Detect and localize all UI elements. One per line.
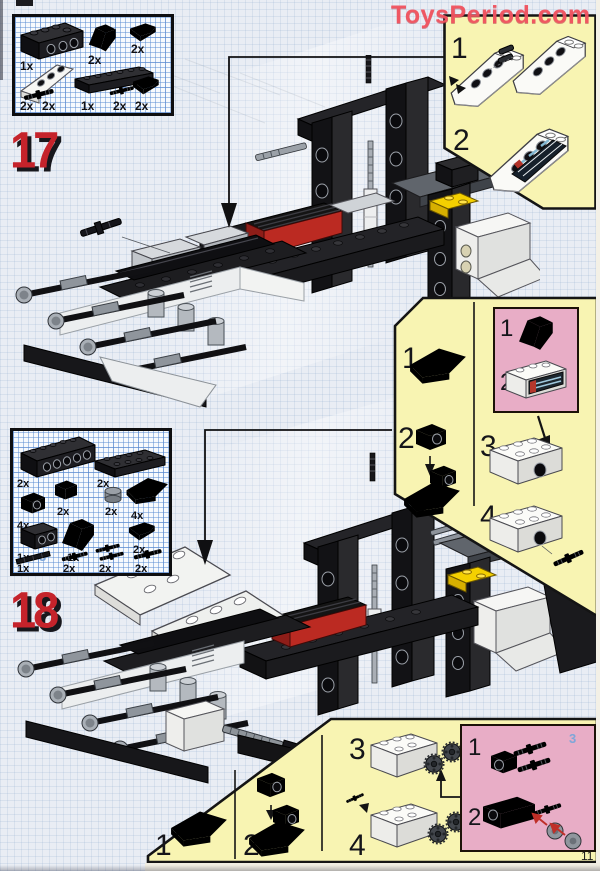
qty-label: 2x [97,478,110,490]
qty-label: 2x [57,506,70,518]
step-number-18: 18 [10,580,59,639]
qty-label: 1x [81,99,95,113]
qty-label: 4x [131,510,144,522]
callout-step-number: 2 [398,422,415,455]
scan-bleed-ghost [149,58,326,124]
callout-step-number: 4 [349,829,366,862]
qty-label: 2x [88,53,102,67]
step-number-17: 17 [10,120,59,179]
assembly-with-bushes [483,796,582,850]
part-corner-plate [129,522,155,541]
parts-box-step18: 2x 2x 4x 2x 2x 4x [10,428,172,576]
part-wedge-plate [126,478,168,505]
page-bottom-shadow [0,865,600,871]
qty-label: 2x [135,99,149,113]
sub-assembly-3 [370,733,438,778]
part-wedge-brick [62,519,94,551]
small-arrow [359,803,369,813]
qty-label: 1x [20,59,34,73]
part-technic-brick-1x4 [20,22,84,60]
inset-arrow-up [436,769,446,781]
page-number: 11 [581,849,594,863]
part-technic-1x1 [21,492,45,514]
qty-label: 2x [63,563,76,573]
callout-step-number: 2 [453,124,470,157]
qty-label: 2x [131,42,145,56]
step17-model-illustration [15,55,540,408]
callout-bottom-box: 1 2 3 4 [146,717,599,864]
callout-mid: 1 2 1 2 [390,294,600,631]
pink-inset-box: 1 3 2 [460,724,596,852]
floating-pin-black [80,218,122,237]
part-bush [104,486,122,504]
inset-step-number: 2 [468,804,481,831]
callout-bottom: 1 2 3 4 [145,713,600,870]
qty-label: 2x [105,506,118,518]
sub-assembly-3 [489,437,563,485]
callout-mid-box: 1 2 1 2 [393,296,599,619]
page-bottom-margin [145,863,600,871]
inset-step-number: 1 [500,315,513,342]
callout-step-number: 1 [451,32,468,65]
parts-box-step17: 1x 2x 2x 2x 1x 2x 2x 2x [12,14,174,116]
red-arrows [531,812,566,836]
yellow-corner-plate [428,192,480,219]
qty-label: 2x [17,478,30,490]
qty-label: 1x [17,563,30,573]
part-plate-2x6 [94,449,166,478]
callout-cockpit: 1 2 [443,14,597,215]
part-plate-1x8 [74,66,154,94]
scan-mark [16,0,33,6]
scan-edge [0,0,3,80]
front-chassis [15,234,308,408]
qty-label: 2x [20,99,34,113]
qty-label: 2x [99,563,112,573]
parts-box-step17-contents: 1x 2x 2x 2x 1x 2x 2x 2x [19,22,159,113]
pink-inset-box: 1 2 [493,307,579,413]
qty-label: 2x [113,99,127,113]
wedge-plate-with-brick [404,465,460,518]
part-technic-brick-1x8 [20,436,96,478]
qty-label: 2x [42,99,56,113]
inset-step-number: 1 [468,734,481,761]
sub-assembly-4 [489,505,563,553]
axle-pin-assembly [491,738,553,776]
part-technic-1x2 [20,522,58,550]
part-pin-connector-gray [94,541,125,564]
callout-cockpit-box: 1 2 [443,14,597,210]
yellow-corner-plate [446,566,498,593]
callout-step-number: 1 [155,829,172,862]
watermark: ToysPeriod.com [391,1,591,29]
page-right-margin [596,0,600,871]
brick-1x1-hole [257,772,285,798]
red-engine-block [270,596,368,648]
brick-with-grille-sticker [505,360,567,399]
parts-box-step18-contents: 2x 2x 4x 2x 2x 4x [15,436,168,575]
brick-1x1-hole [416,424,446,450]
sub-assembly-4 [370,803,438,848]
center-deck [238,594,480,680]
wedge-plate-with-brick [249,804,305,857]
part-slope-brick [88,24,116,52]
wedge-with-sticker [489,128,569,193]
front-chassis [17,608,312,784]
qty-label: 2x [133,544,146,556]
callout-step-number: 3 [349,733,366,766]
axle-length-marker: 3 [569,731,576,746]
part-corner-plate [130,23,156,42]
connector-pins [497,44,515,64]
part-axle [15,550,51,565]
axle-gray-protruding [255,142,307,161]
placement-arrow [449,76,459,86]
part-brick-1x1 [55,480,77,500]
placement-arrow [456,84,466,94]
qty-label: 2x [135,563,148,573]
